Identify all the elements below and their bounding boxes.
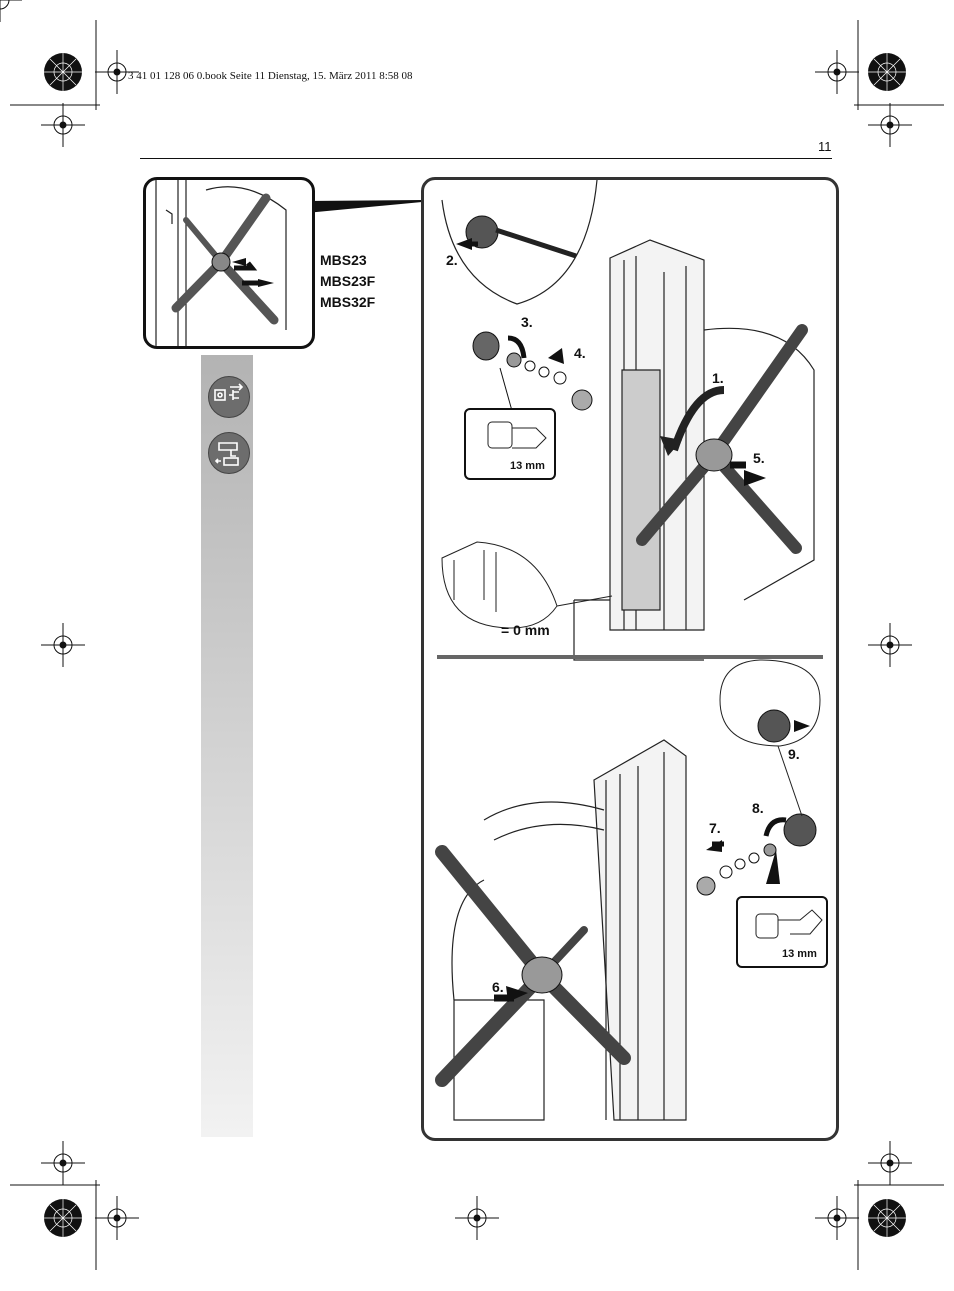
- wrench-callout-lower: 13 mm: [736, 896, 828, 968]
- section-divider: [437, 655, 823, 659]
- step-3-label: 3.: [521, 314, 533, 330]
- step-6-label: 6.: [492, 979, 504, 995]
- step-7-label: 7.: [709, 820, 721, 836]
- battery-removal-icon: [208, 432, 250, 474]
- unplug-icon: [208, 376, 250, 418]
- wrench-size-upper: 13 mm: [510, 460, 545, 472]
- wrench-callout-upper: 13 mm: [464, 408, 556, 480]
- inset-pointer: [306, 200, 422, 213]
- side-bar: [201, 355, 253, 1137]
- step-5-label: 5.: [753, 450, 765, 466]
- model-mbs32f: MBS32F: [320, 294, 376, 310]
- step-2-label: 2.: [446, 252, 458, 268]
- inset-illustration: [143, 177, 315, 349]
- capstan-handle-drawing: [155, 180, 287, 346]
- step-9-label: 9.: [788, 746, 800, 762]
- print-info-line: 3 41 01 128 06 0.book Seite 11 Dienstag,…: [128, 70, 413, 82]
- model-mbs23f: MBS23F: [320, 273, 376, 289]
- step-8-label: 8.: [752, 800, 764, 816]
- step-1-label: 1.: [712, 370, 724, 386]
- step-4-label: 4.: [574, 345, 586, 361]
- wrench-size-lower: 13 mm: [782, 948, 817, 960]
- header-rule: [140, 158, 832, 159]
- gap-label: = 0 mm: [501, 622, 550, 638]
- assembly-drawing: [435, 180, 821, 1121]
- instruction-frame: 13 mm 13 mm = 0 mm 2. 3. 4. 1. 5. 9. 8. …: [421, 177, 839, 1141]
- page-number: 11: [818, 139, 832, 154]
- model-list: MBS23 MBS23F MBS32F: [320, 250, 375, 313]
- model-mbs23: MBS23: [320, 252, 367, 268]
